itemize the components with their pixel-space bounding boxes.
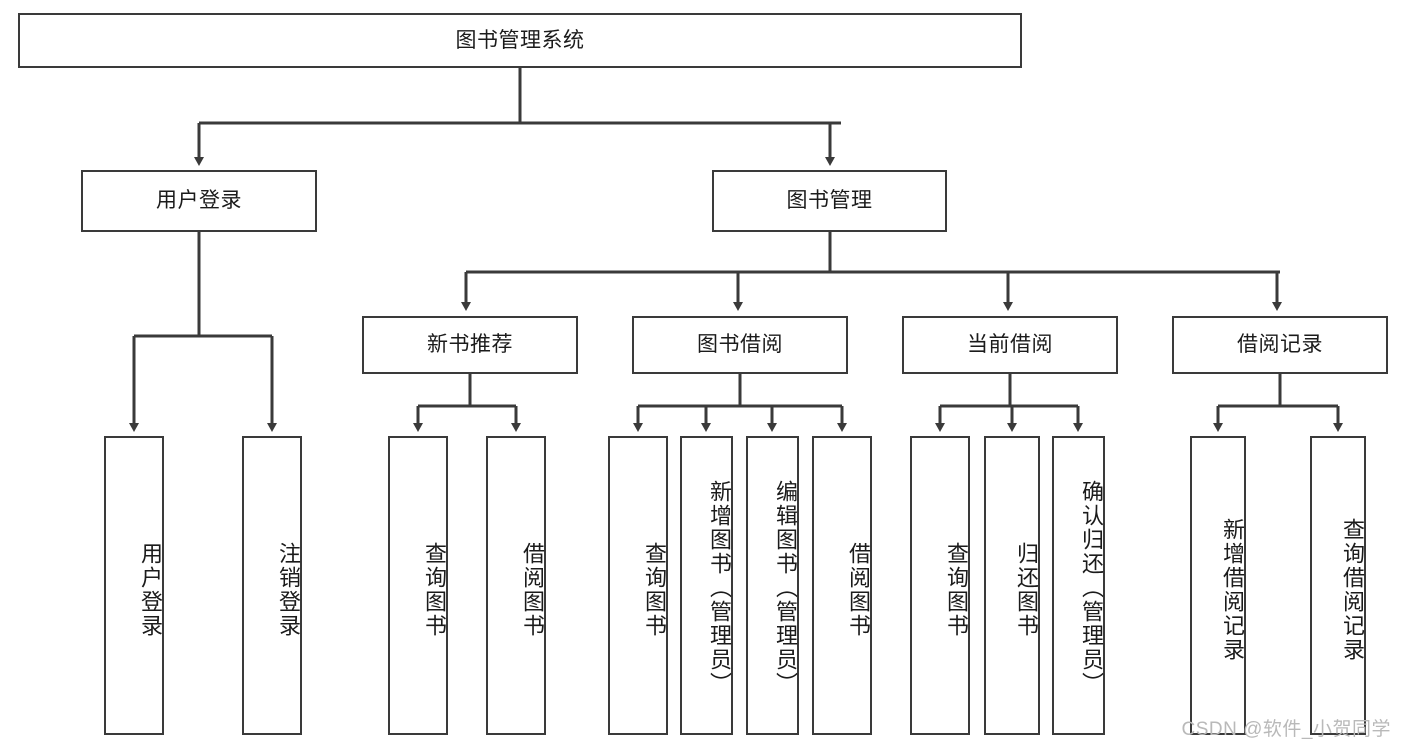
leaf-query-borrow-record[interactable]: 查询借阅记录 xyxy=(1310,436,1366,735)
leaf-query-book-borrow-label: 查询图书 xyxy=(642,541,667,638)
node-book-borrow-label: 图书借阅 xyxy=(697,333,783,357)
node-book-management[interactable]: 图书管理 xyxy=(712,170,947,232)
node-user-login-label: 用户登录 xyxy=(156,189,242,213)
leaf-add-borrow-record-label: 新增借阅记录 xyxy=(1220,517,1245,662)
leaf-borrow-book-recommend[interactable]: 借阅图书 xyxy=(486,436,546,735)
leaf-borrow-book-recommend-label: 借阅图书 xyxy=(520,541,545,638)
leaf-return-book-label: 归还图书 xyxy=(1014,541,1039,638)
leaf-add-borrow-record[interactable]: 新增借阅记录 xyxy=(1190,436,1246,735)
leaf-borrow-book-label: 借阅图书 xyxy=(846,541,871,638)
leaf-query-book-recommend-label: 查询图书 xyxy=(422,541,447,638)
leaf-add-book-admin-label: 新增图书（管理员） xyxy=(707,479,732,696)
leaf-query-book-current[interactable]: 查询图书 xyxy=(910,436,970,735)
leaf-query-book-recommend[interactable]: 查询图书 xyxy=(388,436,448,735)
leaf-query-book-borrow[interactable]: 查询图书 xyxy=(608,436,668,735)
leaf-user-login-label: 用户登录 xyxy=(138,541,163,638)
node-borrow-record-label: 借阅记录 xyxy=(1237,333,1323,357)
leaf-return-book[interactable]: 归还图书 xyxy=(984,436,1040,735)
leaf-edit-book-admin-label: 编辑图书（管理员） xyxy=(773,479,798,696)
leaf-query-book-current-label: 查询图书 xyxy=(944,541,969,638)
watermark: CSDN @软件_小贺同学 xyxy=(1181,719,1391,740)
node-new-book-recommend[interactable]: 新书推荐 xyxy=(362,316,578,374)
leaf-confirm-return-admin-label: 确认归还（管理员） xyxy=(1079,479,1104,696)
node-user-login[interactable]: 用户登录 xyxy=(81,170,317,232)
leaf-logout-label: 注销登录 xyxy=(276,541,301,638)
node-borrow-record[interactable]: 借阅记录 xyxy=(1172,316,1388,374)
node-current-borrow-label: 当前借阅 xyxy=(967,333,1053,357)
node-book-borrow[interactable]: 图书借阅 xyxy=(632,316,848,374)
leaf-add-book-admin[interactable]: 新增图书（管理员） xyxy=(680,436,733,735)
leaf-edit-book-admin[interactable]: 编辑图书（管理员） xyxy=(746,436,799,735)
leaf-user-login[interactable]: 用户登录 xyxy=(104,436,164,735)
leaf-confirm-return-admin[interactable]: 确认归还（管理员） xyxy=(1052,436,1105,735)
leaf-logout[interactable]: 注销登录 xyxy=(242,436,302,735)
node-root-label: 图书管理系统 xyxy=(455,28,585,52)
node-root[interactable]: 图书管理系统 xyxy=(18,13,1022,68)
node-current-borrow[interactable]: 当前借阅 xyxy=(902,316,1118,374)
leaf-borrow-book[interactable]: 借阅图书 xyxy=(812,436,872,735)
node-book-management-label: 图书管理 xyxy=(786,189,873,213)
leaf-query-borrow-record-label: 查询借阅记录 xyxy=(1340,517,1365,662)
node-new-book-recommend-label: 新书推荐 xyxy=(427,333,513,357)
